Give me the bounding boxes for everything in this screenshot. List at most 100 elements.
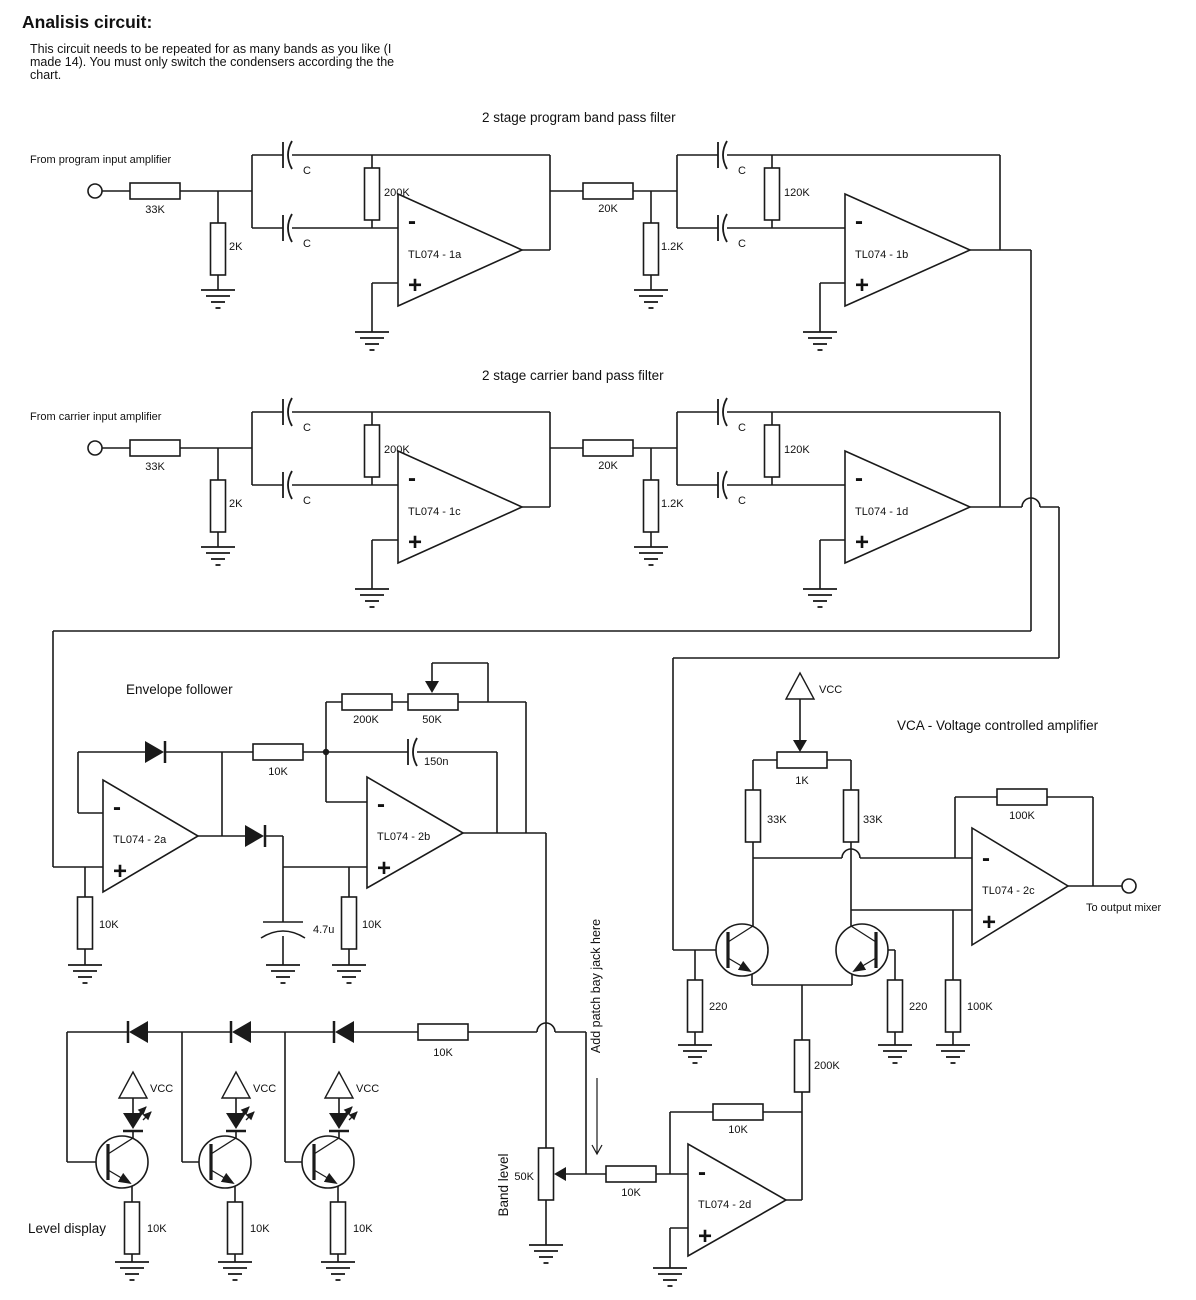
band-level-wires [545, 1032, 802, 1268]
opamp-minus-sign: - [113, 794, 121, 821]
opamp-minus-sign: - [855, 465, 863, 492]
led-icon [329, 1107, 357, 1131]
capacitor-icon [282, 140, 293, 170]
pf1-rgnd-value: 2K [229, 241, 243, 253]
capacitor-icon [282, 397, 293, 427]
vcc-icon [785, 672, 815, 700]
env-rmid-value: 10K [268, 766, 288, 778]
ground-icon [67, 964, 103, 984]
opamp-plus-sign: + [408, 529, 422, 556]
ld-rchain-value: 10K [433, 1047, 453, 1059]
resistor-symbol [76, 896, 94, 950]
opamp-name: TL074 - 2b [377, 831, 430, 843]
resistor-symbol [763, 424, 781, 478]
resistor-symbol [129, 182, 181, 200]
band-level-pot-value: 50K [514, 1171, 534, 1183]
ground-icon [354, 588, 390, 608]
cf2-c2-value: C [738, 495, 746, 507]
diode-icon [229, 1019, 253, 1045]
vca-rfb-value: 100K [1009, 810, 1035, 822]
capacitor-icon [282, 470, 293, 500]
led-icon [123, 1107, 151, 1131]
ld-r3-value: 10K [353, 1223, 373, 1235]
program-input-label: From program input amplifier [30, 154, 172, 166]
ground-icon [217, 1261, 253, 1281]
cf2-rfb-value: 120K [784, 444, 810, 456]
envelope-heading: Envelope follower [126, 682, 233, 697]
ground-icon [200, 546, 236, 566]
routing-wires [52, 250, 1060, 950]
opamp-plus-sign: + [982, 909, 996, 936]
patch-bay-note: Add patch bay jack here [589, 919, 603, 1053]
pf1-c2-value: C [303, 238, 311, 250]
pf1-c1-value: C [303, 165, 311, 177]
description-line-1: This circuit needs to be repeated for as… [30, 42, 391, 56]
opamp-minus-sign: - [408, 208, 416, 235]
description-line-3: chart. [30, 68, 61, 82]
ground-icon [652, 1267, 688, 1287]
carrier-input-label: From carrier input amplifier [30, 411, 162, 423]
header: Analisis circuit: This circuit needs to … [22, 12, 394, 82]
opamp-1c: - TL074 - 1c + [397, 449, 524, 565]
carrier-input-terminal [87, 440, 103, 456]
pf2-c1-value: C [738, 165, 746, 177]
cf1-rin-value: 33K [145, 461, 165, 473]
pf2-rin-value: 20K [598, 203, 618, 215]
vcc-label: VCC [356, 1083, 379, 1095]
wire-hop [841, 848, 861, 859]
opamp-minus-sign: - [698, 1159, 706, 1186]
opamp-1b: - TL074 - 1b + [844, 192, 972, 308]
electrolytic-capacitor-icon [260, 921, 306, 939]
opamp-minus-sign: - [408, 465, 416, 492]
cf1-c1-value: C [303, 422, 311, 434]
resistor-symbol [209, 222, 227, 276]
opamp-name: TL074 - 2c [982, 885, 1035, 897]
pf-stage1-wires [102, 154, 583, 332]
capacitor-icon [282, 213, 293, 243]
opamp-name: TL074 - 1a [408, 249, 462, 261]
amp2d-rfb-value: 10K [728, 1124, 748, 1136]
env-pot-value: 50K [422, 714, 442, 726]
ld-r1-value: 10K [147, 1223, 167, 1235]
resistor-symbol [363, 167, 381, 221]
vcc-label: VCC [150, 1083, 173, 1095]
vca-reright-value: 220 [909, 1001, 927, 1013]
pot-wiper-arrow [793, 740, 807, 752]
resistor-symbol [642, 479, 660, 533]
resistor-symbol [582, 182, 634, 200]
opamp-1a: - TL074 - 1a + [397, 192, 524, 308]
resistor-symbol [340, 896, 358, 950]
wire-hop [536, 1022, 556, 1033]
env-rgnd-value: 10K [99, 919, 119, 931]
potentiometer-symbol [776, 751, 828, 769]
band-level-label: Band level [496, 1153, 511, 1216]
pf2-rgnd-value: 1.2K [661, 241, 684, 253]
level-display: Level display 10K VCC 10K VCC 10K VCC 10… [28, 1019, 586, 1281]
opamp-minus-sign: - [982, 845, 990, 872]
vca-rright-value: 33K [863, 814, 883, 826]
carrier-band-pass-filter: 2 stage carrier band pass filter From ca… [30, 368, 1059, 608]
ground-icon [677, 1044, 713, 1064]
potentiometer-symbol [407, 693, 459, 711]
diode-icon [243, 823, 267, 849]
ground-icon [935, 1044, 971, 1064]
ground-icon [633, 289, 669, 309]
program-filter-heading: 2 stage program band pass filter [482, 110, 676, 125]
diode-icon [332, 1019, 356, 1045]
description-line-2: made 14). You must only switch the conde… [30, 55, 394, 69]
cf1-c2-value: C [303, 495, 311, 507]
resistor-symbol [123, 1201, 141, 1255]
opamp-minus-sign: - [377, 791, 385, 818]
cf-stage1-wires [102, 411, 583, 589]
opamp-plus-sign: + [113, 858, 127, 885]
output-terminal [1121, 878, 1137, 894]
resistor-symbol [582, 439, 634, 457]
opamp-2a: - TL074 - 2a + [102, 778, 200, 894]
cf-stage2-wires [633, 411, 1059, 589]
opamp-minus-sign: - [855, 208, 863, 235]
resistor-symbol [209, 479, 227, 533]
resistor-symbol [842, 789, 860, 843]
env-crect-value: 4.7u [313, 924, 334, 936]
npn-transistor-icon [716, 924, 768, 976]
